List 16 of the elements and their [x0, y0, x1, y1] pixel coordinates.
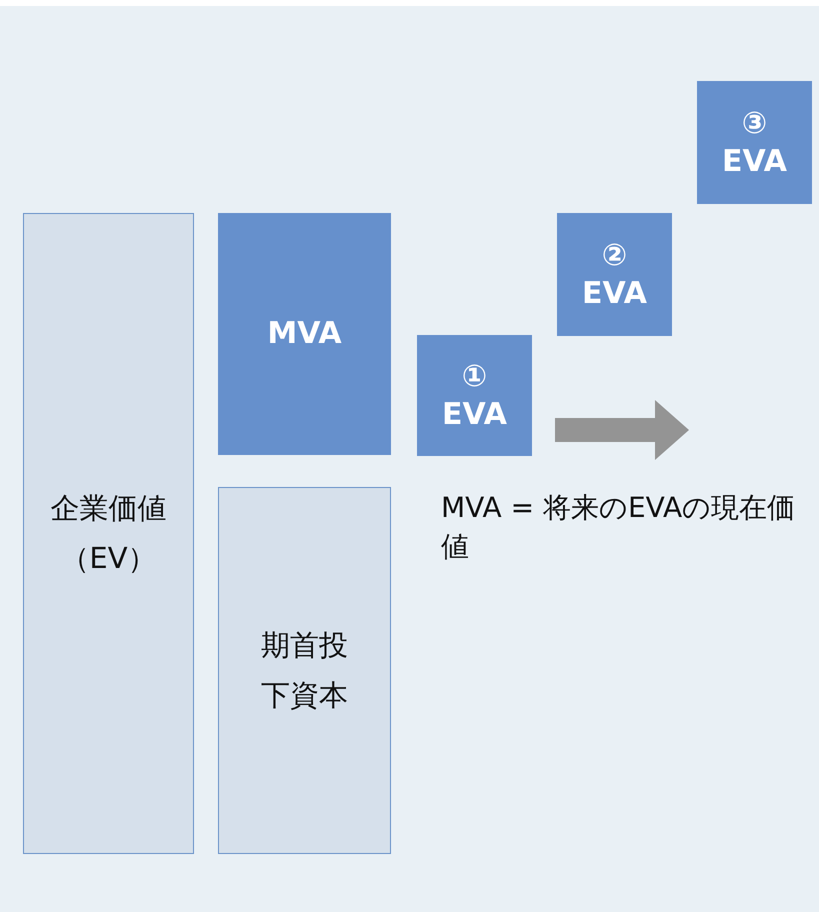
enterprise-value-bar: [23, 213, 194, 854]
box-label: 企業価値（EV）: [50, 490, 168, 576]
box-label: MVA: [267, 315, 342, 353]
eva-box: [417, 335, 532, 456]
eva-box: [557, 213, 672, 336]
box-label: EVA: [582, 274, 647, 312]
formula-note: MVA = 将来のEVAの現在価値: [441, 490, 796, 566]
invested-capital-bar: [218, 487, 391, 854]
box-label: ②: [602, 237, 628, 274]
box-label: ①: [462, 358, 488, 396]
box-label: EVA: [722, 142, 787, 180]
box-label: ③: [742, 105, 768, 142]
box-label: EVA: [442, 396, 507, 433]
box-label: 期首投下資本: [260, 627, 349, 714]
eva-box: [697, 81, 812, 204]
mva-box: [218, 213, 391, 455]
